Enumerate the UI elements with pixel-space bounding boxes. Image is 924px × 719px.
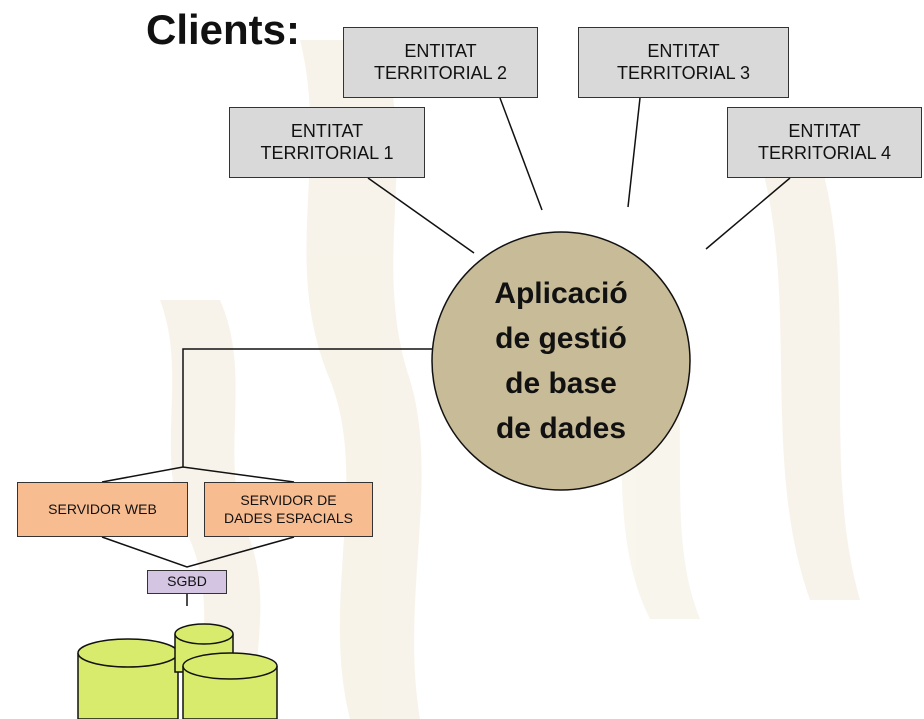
client-box-entitat-territorial-1: ENTITAT TERRITORIAL 1 — [229, 107, 425, 178]
client-box-entitat-territorial-3: ENTITAT TERRITORIAL 3 — [578, 27, 789, 98]
application-circle — [431, 231, 691, 491]
server-box-spatial-data: SERVIDOR DE DADES ESPACIALS — [204, 482, 373, 537]
application-label: Aplicació de gestió de base de dades — [494, 277, 628, 445]
database-cylinder-icon — [182, 652, 278, 719]
connector-client-4 — [705, 177, 791, 250]
connector-client-2 — [499, 97, 543, 211]
connector-tree-top — [101, 466, 295, 483]
server-box-web: SERVIDOR WEB — [17, 482, 188, 537]
database-cluster — [77, 623, 278, 719]
dbms-box: SGBD — [147, 570, 227, 594]
client-box-entitat-territorial-4: ENTITAT TERRITORIAL 4 — [727, 107, 922, 178]
connector-client-3 — [627, 97, 641, 208]
connector-app-servers — [182, 348, 433, 467]
connector-client-1 — [367, 177, 475, 254]
database-cylinder-icon — [77, 638, 179, 719]
connectors — [101, 97, 791, 606]
client-box-entitat-territorial-2: ENTITAT TERRITORIAL 2 — [343, 27, 538, 98]
connector-tree-bottom — [101, 536, 295, 568]
clients-title: Clients: — [146, 6, 301, 53]
